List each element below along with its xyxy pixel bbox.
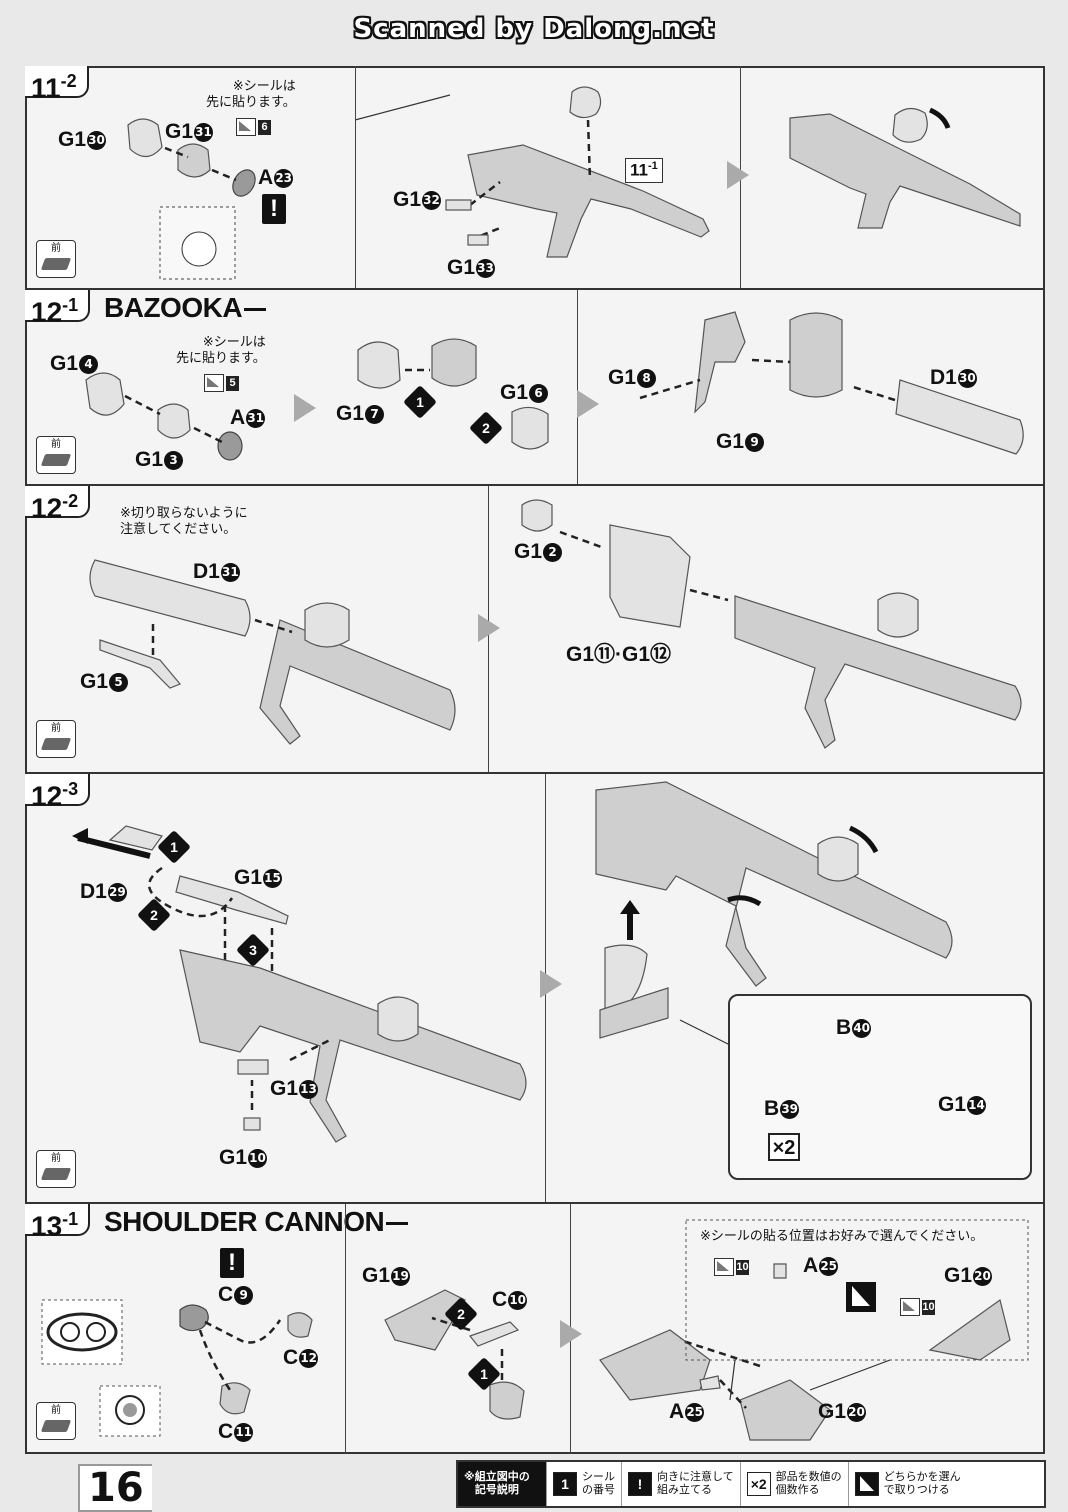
legend-item-choose: どちらかを選ん で取りつける <box>847 1462 967 1506</box>
step-12-3-panel: 12-3 <box>25 772 1045 1202</box>
front-direction-icon: 前 <box>36 436 76 474</box>
divider <box>345 1204 346 1454</box>
caution-icon: ! <box>262 194 286 224</box>
cut-caution-note: ※切り取らないように 注意してください。 <box>120 505 248 536</box>
symbol-legend: ※組立図中の 記号説明 1 シール の番号 ! 向きに注意して 組み立てる ×2… <box>456 1460 1046 1508</box>
caution-icon: ! <box>220 1248 244 1278</box>
divider <box>355 66 356 288</box>
next-arrow-icon <box>577 390 599 418</box>
divider <box>577 290 578 484</box>
choose-one-icon <box>854 1472 879 1496</box>
part-g1-11-g1-12: G1⑪·G1⑫ <box>566 643 672 666</box>
legend-item-seal: 1 シール の番号 <box>546 1462 621 1506</box>
seal-5: 5 <box>204 374 239 392</box>
step-number: 12-1 <box>25 290 91 327</box>
seal-6: 6 <box>236 118 271 136</box>
caution-icon: ! <box>628 1472 652 1496</box>
next-arrow-icon <box>294 394 316 422</box>
seal-number-icon: 1 <box>553 1472 577 1496</box>
scanner-watermark: Scanned by Dalong.net <box>353 14 715 44</box>
front-direction-icon: 前 <box>36 1150 76 1188</box>
seal-first-note: ※シールは 先に貼ります。 <box>176 334 266 365</box>
step-11-2-panel: 11-2 <box>25 66 1045 288</box>
step-number: 12-2 <box>25 486 91 523</box>
section-title-bazooka: BAZOOKA <box>104 292 266 324</box>
seal-position-note: ※シールの貼る位置はお好みで選んでください。 <box>700 1228 984 1243</box>
seal-10: 10 <box>714 1258 749 1276</box>
next-arrow-icon <box>540 970 562 998</box>
legend-item-caution: ! 向きに注意して 組み立てる <box>621 1462 740 1506</box>
seal-10: 10 <box>900 1298 935 1316</box>
order-1: 1 <box>467 1357 501 1391</box>
next-arrow-icon <box>478 614 500 642</box>
legend-item-multiply: ×2 部品を数値の 個数作る <box>739 1462 848 1506</box>
step-13-1-panel: 13-1 <box>25 1202 1045 1454</box>
ref-step-11-1: 11-1 <box>625 158 663 183</box>
front-direction-icon: 前 <box>36 1402 76 1440</box>
step-number: 12-3 <box>25 774 91 811</box>
legend-title: ※組立図中の 記号説明 <box>458 1462 546 1506</box>
next-arrow-icon <box>727 161 749 189</box>
step-number: 13-1 <box>25 1204 91 1241</box>
section-title-shoulder-cannon: SHOULDER CANNON <box>104 1206 408 1238</box>
step-12-2-panel: 12-2 <box>25 484 1045 772</box>
order-2: 2 <box>444 1297 478 1331</box>
page-number: 16 <box>78 1464 152 1512</box>
choose-one-icon <box>846 1282 876 1312</box>
front-direction-icon: 前 <box>36 240 76 278</box>
step-number: 11-2 <box>25 66 89 103</box>
step-12-1-panel: 12-1 <box>25 288 1045 484</box>
front-direction-icon: 前 <box>36 720 76 758</box>
multiply-icon: ×2 <box>746 1472 771 1496</box>
seal-first-note: ※シールは 先に貼ります。 <box>206 78 296 109</box>
next-arrow-icon <box>560 1320 582 1348</box>
make-two-icon: ×2 <box>768 1133 800 1161</box>
